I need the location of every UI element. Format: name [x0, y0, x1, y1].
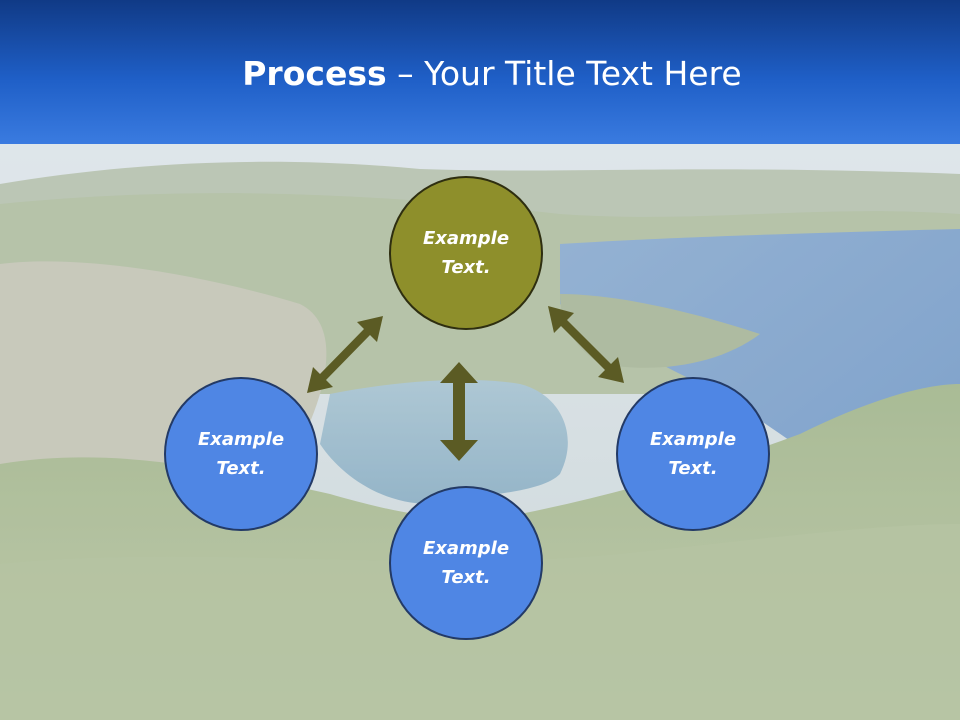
node-text-line2: Text. — [216, 458, 266, 479]
center-process-node: Example Text. — [389, 176, 543, 330]
title-rest: – Your Title Text Here — [386, 54, 742, 93]
node-text-line2: Text. — [668, 458, 718, 479]
right-process-node: Example Text. — [616, 377, 770, 531]
title-bold: Process — [242, 54, 387, 93]
bottom-process-node: Example Text. — [389, 486, 543, 640]
arrow-top-right — [548, 306, 624, 383]
left-process-node: Example Text. — [164, 377, 318, 531]
arrow-top-left — [307, 316, 383, 393]
node-text-line1: Example — [197, 429, 285, 450]
node-text-line1: Example — [649, 429, 737, 450]
node-text-line2: Text. — [441, 257, 491, 278]
node-text-line2: Text. — [441, 567, 491, 588]
node-text-line1: Example — [422, 538, 510, 559]
arrow-vertical — [440, 362, 478, 461]
slide-title: Process – Your Title Text Here — [0, 52, 960, 96]
header-bar: Process – Your Title Text Here — [0, 0, 960, 144]
node-text-line1: Example — [422, 228, 510, 249]
